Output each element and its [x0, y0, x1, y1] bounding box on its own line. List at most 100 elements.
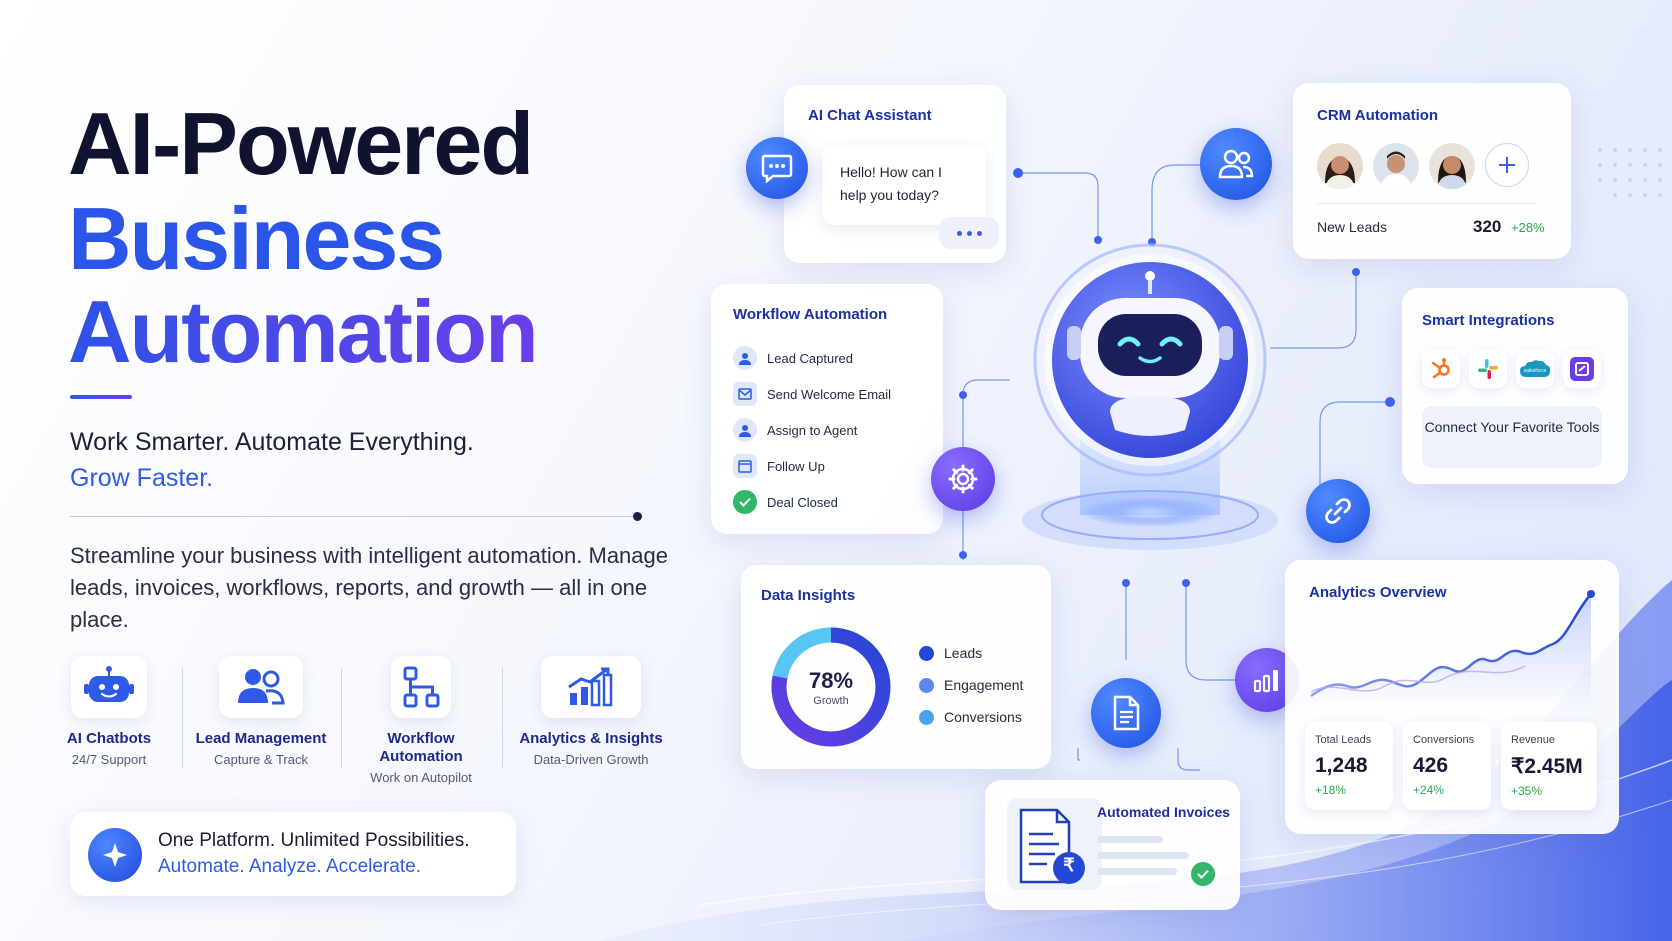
chat-assistant-card: AI Chat Assistant Hello! How can I help … — [784, 85, 1006, 263]
slack-icon[interactable] — [1469, 350, 1507, 388]
promo-line-2: Automate. Analyze. Accelerate. — [158, 856, 421, 877]
card-title: CRM Automation — [1317, 107, 1439, 124]
stat-value: 1,248 — [1315, 754, 1368, 777]
feature-lead-management: Lead Management Capture & Track — [186, 656, 336, 767]
promo-banner: One Platform. Unlimited Possibilities. A… — [70, 812, 516, 896]
placeholder-line — [1097, 836, 1163, 843]
crm-card: CRM Automation New Leads 320 +28% — [1293, 83, 1571, 259]
calendar-icon — [733, 454, 757, 478]
legend-item: Engagement — [919, 677, 1023, 693]
invoice-icon — [1019, 808, 1085, 884]
description: Streamline your business with intelligen… — [70, 543, 668, 632]
card-title: Smart Integrations — [1422, 312, 1555, 329]
data-insights-card: Data Insights 78% Growth Leads Engagemen… — [741, 565, 1051, 769]
chat-icon[interactable] — [746, 137, 808, 199]
robot-illustration — [1022, 243, 1278, 550]
growth-donut-arc — [771, 627, 891, 747]
workflow-icon — [391, 656, 451, 718]
app-icon[interactable] — [1563, 350, 1601, 388]
placeholder-line — [1097, 868, 1177, 875]
feature-title: Workflow Automation — [379, 730, 463, 765]
feature-separator — [502, 668, 503, 768]
hero-title-line-1: AI-Powered — [68, 94, 534, 193]
workflow-step: Deal Closed — [733, 490, 838, 514]
feature-subtitle: Work on Autopilot — [370, 770, 472, 785]
feature-workflow-automation: Workflow Automation Work on Autopilot — [346, 656, 496, 785]
feature-title: Analytics & Insights — [519, 730, 663, 747]
analytics-line-chart — [1310, 590, 1595, 708]
legend-item: Conversions — [919, 709, 1022, 725]
hero-title-line-3: Automation — [68, 282, 539, 381]
workflow-step: Assign to Agent — [733, 418, 857, 442]
feature-analytics-insights: Analytics & Insights Data-Driven Growth — [516, 656, 666, 767]
check-icon — [1191, 862, 1215, 886]
currency-icon: ₹ — [1063, 855, 1075, 875]
feature-separator — [182, 668, 183, 768]
hubspot-icon[interactable] — [1422, 350, 1460, 388]
mail-icon — [733, 382, 757, 406]
card-title: Automated Invoices — [1097, 804, 1231, 820]
workflow-step: Lead Captured — [733, 346, 853, 370]
growth-percent: 78% — [808, 668, 854, 693]
feature-title: Lead Management — [195, 730, 327, 747]
stat-conversions: Conversions 426 +24% — [1403, 722, 1491, 810]
avatar — [1373, 143, 1419, 189]
avatar — [1317, 143, 1363, 189]
placeholder-line — [1097, 852, 1189, 859]
feature-subtitle: 24/7 Support — [71, 752, 147, 767]
card-title: Analytics Overview — [1309, 584, 1447, 601]
feature-ai-chatbots: AI Chatbots 24/7 Support — [34, 656, 184, 767]
workflow-step: Send Welcome Email — [733, 382, 891, 406]
stat-label: Revenue — [1511, 734, 1556, 746]
stat-delta: +18% — [1315, 783, 1347, 797]
invoices-card: ₹ Automated Invoices — [985, 780, 1240, 910]
hero-underline — [70, 395, 132, 399]
users-icon[interactable] — [1200, 128, 1272, 200]
feature-subtitle: Capture & Track — [214, 752, 308, 767]
card-title: Workflow Automation — [733, 306, 888, 323]
workflow-step: Follow Up — [733, 454, 825, 478]
document-icon[interactable] — [1091, 678, 1161, 748]
integrations-note: Connect Your Favorite Tools — [1422, 406, 1602, 468]
divider-dot — [633, 512, 642, 521]
link-icon[interactable] — [1306, 479, 1370, 543]
legend-dot — [919, 677, 934, 693]
check-icon — [733, 490, 757, 514]
salesforce-icon[interactable]: salesforce — [1516, 350, 1554, 388]
workflow-step-label: Assign to Agent — [767, 422, 858, 438]
tagline-line-2: Grow Faster. — [70, 464, 214, 492]
promo-line-1: One Platform. Unlimited Possibilities. — [158, 830, 470, 851]
legend-label: Engagement — [944, 677, 1024, 693]
salesforce-wordmark: salesforce — [1524, 368, 1547, 374]
legend-dot — [919, 645, 934, 661]
feature-title: AI Chatbots — [66, 730, 152, 747]
add-user-button[interactable] — [1485, 143, 1529, 187]
card-title: Data Insights — [761, 587, 856, 604]
new-leads-value: 320 — [1473, 217, 1502, 236]
workflow-step-label: Send Welcome Email — [767, 386, 892, 402]
stat-total-leads: Total Leads 1,248 +18% — [1305, 722, 1393, 810]
users-icon — [219, 656, 303, 718]
integrations-card: Smart Integrations salesforce Connect Yo… — [1402, 288, 1628, 484]
divider — [1317, 203, 1537, 204]
gear-icon[interactable] — [931, 447, 995, 511]
stat-value: ₹2.45M — [1511, 755, 1583, 778]
stat-revenue: Revenue ₹2.45M +35% — [1501, 722, 1597, 810]
hero-title-line-2: Business — [68, 189, 445, 288]
legend-item: Leads — [919, 645, 982, 661]
card-title: AI Chat Assistant — [808, 107, 932, 124]
agent-icon — [733, 418, 757, 442]
stat-label: Total Leads — [1315, 734, 1372, 746]
workflow-step-label: Follow Up — [767, 458, 825, 474]
avatar — [1429, 143, 1475, 189]
growth-donut-chart — [771, 627, 891, 747]
growth-label: Growth — [813, 695, 849, 707]
stat-delta: +24% — [1413, 783, 1445, 797]
workflow-card: Workflow Automation Lead Captured Send W… — [711, 284, 943, 534]
chat-bubble: Hello! How can I help you today? — [822, 145, 986, 225]
new-leads-delta: +28% — [1511, 220, 1545, 235]
legend-dot — [919, 709, 934, 725]
typing-indicator — [939, 217, 999, 249]
stat-label: Conversions — [1413, 734, 1475, 746]
divider — [70, 516, 638, 517]
